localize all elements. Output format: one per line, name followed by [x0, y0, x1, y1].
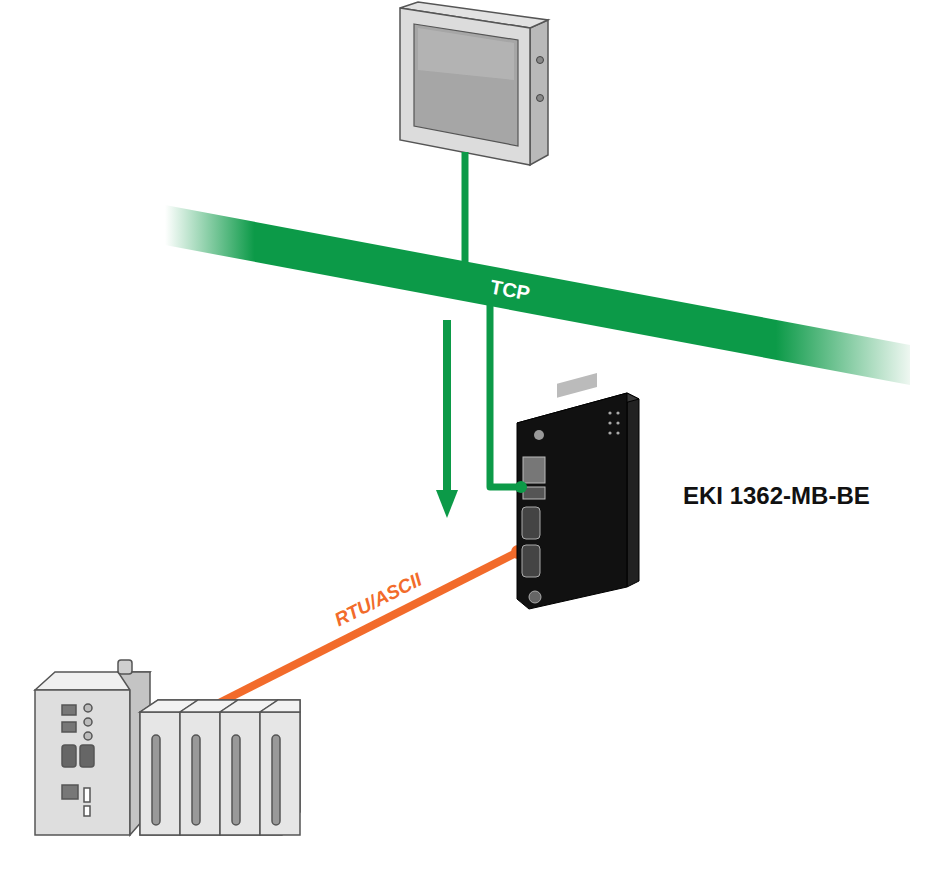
plc-io-modules — [140, 700, 300, 835]
device-front — [517, 393, 627, 609]
bus-band: TCP — [165, 200, 910, 390]
device-side — [627, 393, 639, 587]
led — [608, 421, 611, 424]
serial-line — [215, 552, 518, 705]
led — [616, 431, 619, 434]
bus-band-outline — [165, 200, 910, 390]
led — [608, 411, 611, 414]
network-connector — [490, 304, 519, 487]
gateway-device-outline — [515, 385, 640, 610]
hmi-drop-line — [462, 152, 469, 262]
ethernet-port-dot — [515, 481, 527, 493]
terminal-block — [557, 373, 597, 398]
rotary-switch — [534, 430, 544, 440]
serial-port — [522, 507, 540, 539]
device-label: EKI 1362-MB-BE — [683, 482, 870, 510]
flow-arrow — [436, 320, 458, 518]
bus-band-shape — [165, 205, 910, 385]
link-label: RTU/ASCII — [331, 569, 425, 631]
hmi-panel — [400, 2, 548, 165]
plc — [35, 660, 150, 835]
ground-screw — [529, 591, 541, 603]
led — [616, 421, 619, 424]
led — [616, 411, 619, 414]
ethernet-port — [523, 457, 545, 483]
gateway-device: EKI 1362-MB-BE — [515, 385, 640, 610]
led — [608, 431, 611, 434]
serial-port — [522, 545, 540, 577]
